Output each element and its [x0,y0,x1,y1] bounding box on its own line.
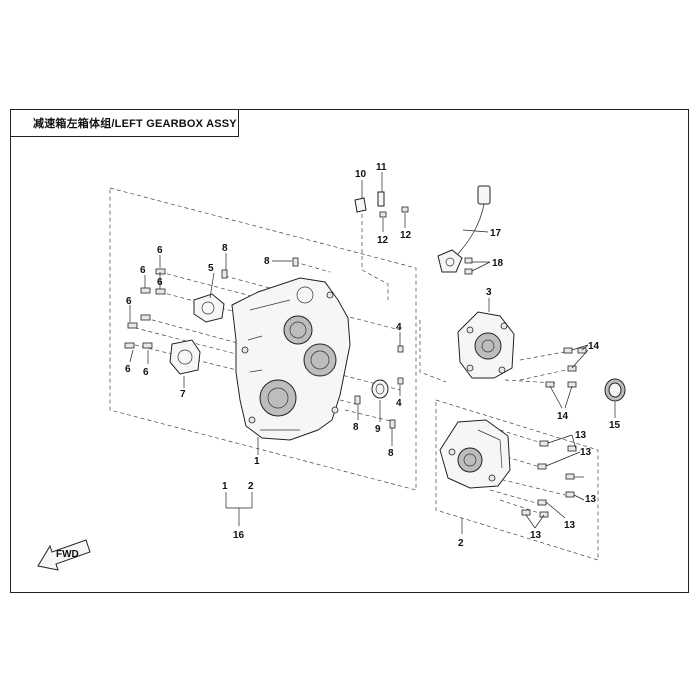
oil-seal-9 [371,379,389,399]
callout-15: 15 [609,420,621,431]
callout-6: 6 [157,245,163,256]
diagram-title: 减速箱左箱体组/LEFT GEARBOX ASSY [33,118,237,130]
callout-4: 4 [396,322,402,333]
callout-3: 3 [486,287,492,298]
bearing-housing-3 [457,311,515,379]
callout-16: 16 [233,530,245,541]
callout-12: 12 [400,230,412,241]
callout-6: 6 [126,296,132,307]
right-cover-outline [435,399,599,561]
sensor-group-outline [361,200,389,300]
right-cover-2 [439,419,511,489]
bearing-group-outline [419,320,447,383]
callout-1: 1 [254,456,260,467]
left-gearbox-case [231,277,351,441]
dowel-pins [221,257,404,429]
callout-13: 13 [530,530,542,541]
callout-2: 2 [458,538,464,549]
oil-seal-15 [604,378,626,402]
callout-4: 4 [396,398,402,409]
callout-13: 13 [564,520,576,531]
left-case-outline [109,187,417,491]
leader-lines [129,172,616,534]
gasket-7 [169,339,201,375]
fwd-arrow: FWD [37,539,91,571]
callout-13: 13 [585,494,597,505]
title-box: 减速箱左箱体组/LEFT GEARBOX ASSY [10,109,239,137]
callout-14: 14 [588,341,600,352]
callout-labels: 6 6 6 6 6 6 5 8 8 7 1 4 4 8 9 8 10 11 12… [125,162,621,549]
callout-11: 11 [376,162,387,173]
callout-13: 13 [580,447,592,458]
fwd-label: FWD [56,549,79,560]
callout-10: 10 [355,169,367,180]
callout-2: 2 [248,481,254,492]
callout-13: 13 [575,430,587,441]
bolt-axes-right [489,349,576,516]
callout-9: 9 [375,424,381,435]
drawing-frame [10,109,689,593]
callout-7: 7 [180,389,186,400]
speed-sensor-17 [437,185,491,275]
callout-6: 6 [157,277,163,288]
bolts-13 [521,440,577,518]
gasket-5 [193,293,225,323]
callout-6: 6 [140,265,146,276]
callout-8: 8 [353,422,359,433]
bracket-10-11 [354,191,409,218]
callout-8: 8 [264,256,270,267]
bolts-6 [124,268,166,349]
bolts-14 [545,347,587,388]
callout-5: 5 [208,263,214,274]
callout-6: 6 [125,364,131,375]
callout-8: 8 [222,243,228,254]
callout-6: 6 [143,367,149,378]
callout-8: 8 [388,448,394,459]
callout-18: 18 [492,258,504,269]
callout-17: 17 [490,228,502,239]
callout-14: 14 [557,411,569,422]
callout-12: 12 [377,235,389,246]
callout-1: 1 [222,481,228,492]
